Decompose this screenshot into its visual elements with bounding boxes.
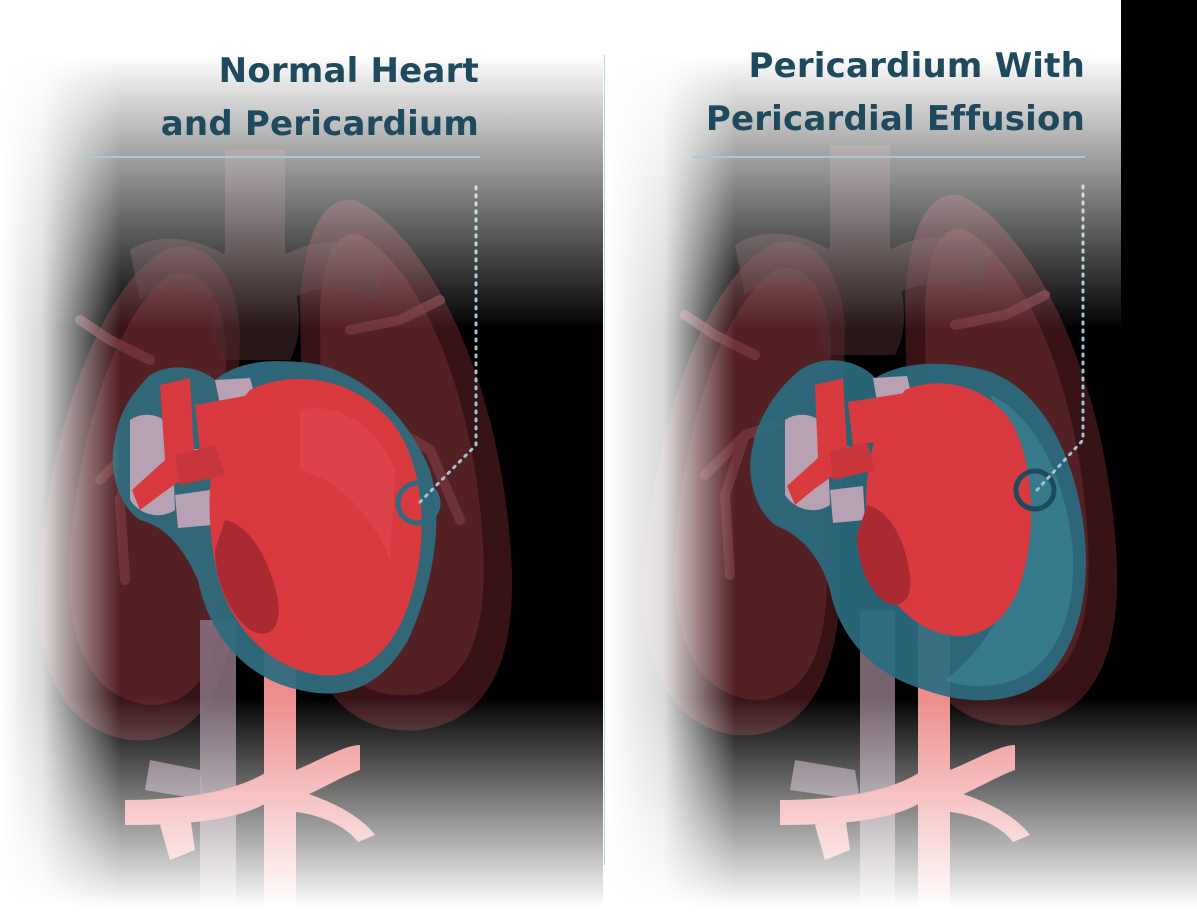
panel-title: Normal Heart and Pericardium	[161, 45, 479, 151]
panel-title: Pericardium With Pericardial Effusion	[706, 40, 1085, 146]
title-line-2: and Pericardium	[161, 98, 479, 151]
dark-corner-block	[1121, 0, 1197, 335]
title-line-1: Normal Heart	[161, 45, 479, 98]
title-line-2: Pericardial Effusion	[706, 93, 1085, 146]
panel-normal-heart: Normal Heart and Pericardium	[0, 0, 603, 917]
title-line-1: Pericardium With	[706, 40, 1085, 93]
panel-pericardial-effusion: Pericardium With Pericardial Effusion	[605, 0, 1197, 917]
